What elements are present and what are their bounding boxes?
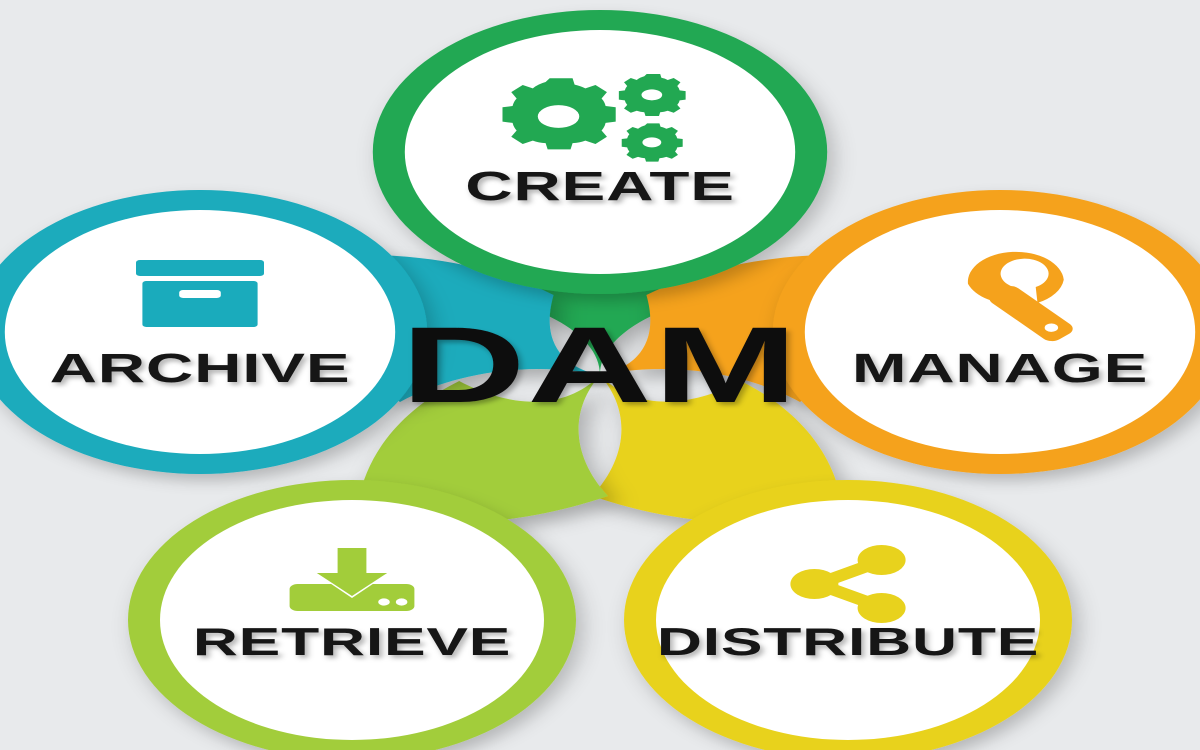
node-retrieve[interactable]: RETRIEVE xyxy=(128,480,576,750)
node-manage[interactable]: MANAGE xyxy=(772,190,1200,474)
share-icon xyxy=(790,545,906,623)
node-manage-face xyxy=(804,210,1196,454)
node-archive-face xyxy=(4,210,396,454)
node-retrieve-label: RETRIEVE xyxy=(193,621,511,664)
node-create-label: CREATE xyxy=(465,163,735,209)
node-create[interactable]: CREATE xyxy=(372,10,828,294)
petal-retrieve xyxy=(356,375,608,524)
wrench-icon xyxy=(967,251,1073,342)
node-archive-label: ARCHIVE xyxy=(50,345,351,391)
archive-box-icon xyxy=(136,260,264,327)
node-distribute[interactable]: DISTRIBUTE xyxy=(624,480,1072,750)
diagram-group: CREATE MANAGE xyxy=(0,10,1200,750)
node-create-face xyxy=(404,30,796,274)
node-distribute-label: DISTRIBUTE xyxy=(657,621,1039,664)
download-tray-icon xyxy=(289,548,415,611)
center-label: DAM xyxy=(401,305,799,426)
gears-icon xyxy=(502,74,686,162)
node-manage-label: MANAGE xyxy=(852,345,1148,391)
node-archive[interactable]: ARCHIVE xyxy=(0,190,428,474)
node-distribute-face xyxy=(656,500,1040,740)
petal-distribute xyxy=(592,375,844,524)
node-retrieve-face xyxy=(160,500,544,740)
